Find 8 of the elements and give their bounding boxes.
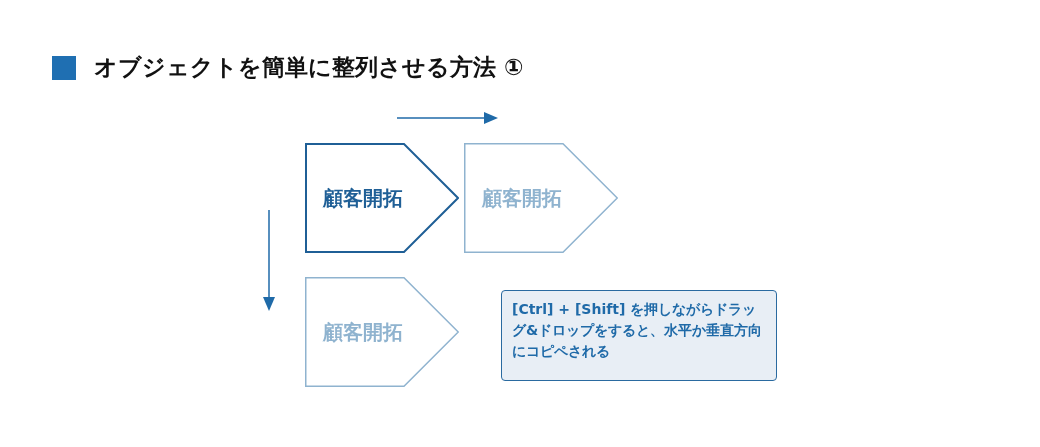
pentagon-shape: [464, 143, 618, 253]
shape-label: 顧客開拓: [321, 184, 404, 212]
pentagon-shape: [305, 277, 459, 387]
note-box: [Ctrl] + [Shift] を押しながらドラッグ&ドロップをすると、水平か垂直方向にコピペされる: [501, 290, 777, 381]
shape-label: 顧客開拓: [321, 318, 404, 346]
shape-label: 顧客開拓: [480, 184, 563, 212]
title: オブジェクトを簡単に整列させる方法 ①: [94, 53, 524, 82]
pentagon-shape: [305, 143, 459, 253]
